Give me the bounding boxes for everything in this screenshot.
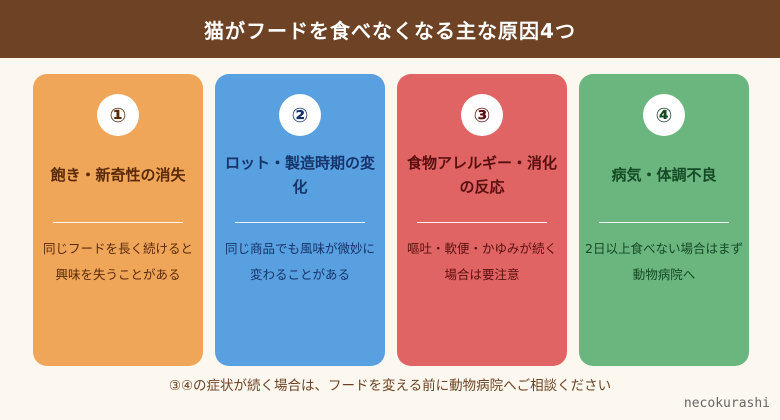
card-illness: ④ 病気・体調不良 2日以上食べない場合はまず動物病院へ <box>579 74 749 366</box>
card-divider <box>53 222 183 223</box>
card-title: 飽き・新奇性の消失 <box>50 166 186 184</box>
footnote: ③④の症状が続く場合は、フードを変える前に動物病院へご相談ください <box>168 378 612 394</box>
card-divider <box>417 222 547 223</box>
card-description: 同じフードを長く続けると興味を失うことがある <box>42 241 193 282</box>
card-lot-change: ② ロット・製造時期の変化 同じ商品でも風味が微妙に変わることがある <box>215 74 385 366</box>
card-description: 2日以上食べない場合はまず動物病院へ <box>585 241 743 282</box>
card-title: 病気・体調不良 <box>611 166 717 184</box>
card-boredom: ① 飽き・新奇性の消失 同じフードを長く続けると興味を失うことがある <box>33 74 203 366</box>
card-number-badge: ① <box>97 94 139 136</box>
card-description: 同じ商品でも風味が微妙に変わることがある <box>224 241 375 282</box>
card-divider <box>235 222 365 223</box>
card-number-badge: ③ <box>461 94 503 136</box>
card-divider <box>599 222 729 223</box>
card-number-badge: ④ <box>643 94 685 136</box>
card-number-badge: ② <box>279 94 321 136</box>
brand-credit: necokurashi <box>683 396 770 411</box>
card-allergy: ③ 食物アレルギー・消化の反応 嘔吐・軟便・かゆみが続く場合は要注意 <box>397 74 567 366</box>
header-banner: 猫がフードを食べなくなる主な原因4つ <box>0 0 780 58</box>
card-title: ロット・製造時期の変化 <box>224 154 375 196</box>
cause-cards: ① 飽き・新奇性の消失 同じフードを長く続けると興味を失うことがある ② ロット… <box>0 74 780 366</box>
card-title: 食物アレルギー・消化の反応 <box>406 154 557 196</box>
page-title: 猫がフードを食べなくなる主な原因4つ <box>204 18 576 43</box>
card-description: 嘔吐・軟便・かゆみが続く場合は要注意 <box>406 241 557 282</box>
